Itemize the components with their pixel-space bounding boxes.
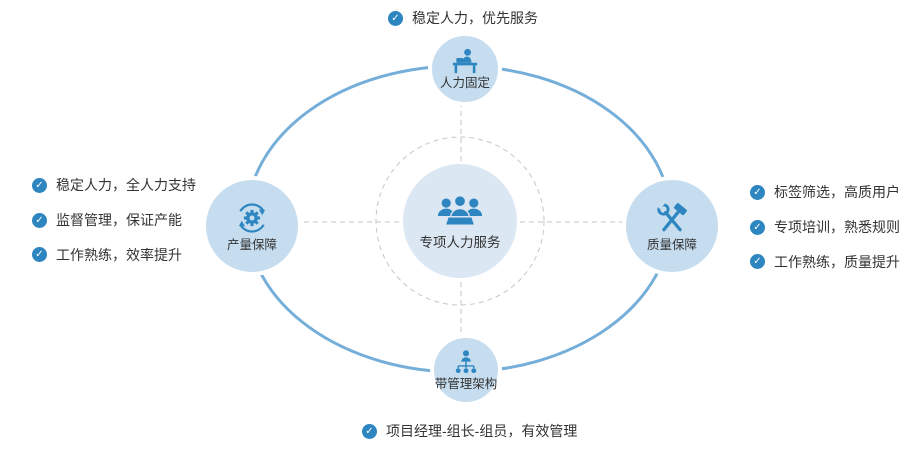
check-circle-icon: ✓ — [750, 184, 765, 200]
list-item: ✓ 工作熟练，质量提升 — [750, 254, 900, 271]
dashed-circle — [375, 136, 545, 306]
center-node: 专项人力服务 — [403, 164, 517, 278]
bottom-annotation-text: 项目经理-组长-组员，有效管理 — [386, 423, 578, 439]
check-circle-icon: ✓ — [388, 10, 403, 26]
check-circle-icon: ✓ — [32, 212, 47, 228]
top-annotation: ✓ 稳定人力，优先服务 — [388, 8, 538, 28]
check-circle-icon: ✓ — [362, 423, 377, 439]
right-benefits-list: ✓ 标签筛选，高质用户 ✓ 专项培训，熟悉规则 ✓ 工作熟练，质量提升 — [750, 184, 900, 270]
node-top-manpower: 人力固定 — [428, 32, 502, 106]
list-item: ✓ 专项培训，熟悉规则 — [750, 219, 900, 236]
list-item: ✓ 稳定人力，全人力支持 — [32, 177, 196, 194]
org-hierarchy-icon — [455, 350, 477, 374]
team-icon — [437, 194, 483, 226]
list-item: ✓ 监督管理，保证产能 — [32, 212, 196, 229]
list-item-text: 标签筛选，高质用户 — [774, 184, 900, 200]
list-item-text: 稳定人力，全人力支持 — [56, 177, 196, 193]
list-item-text: 专项培训，熟悉规则 — [774, 218, 900, 235]
node-left-output: 产量保障 — [202, 176, 302, 276]
list-item-text: 工作熟练，效率提升 — [56, 246, 182, 263]
top-annotation-text: 稳定人力，优先服务 — [412, 10, 538, 26]
node-left-label: 产量保障 — [226, 238, 277, 253]
list-item: ✓ 工作熟练，效率提升 — [32, 247, 196, 264]
node-bottom-label: 带管理架构 — [434, 377, 498, 392]
list-item-text: 监督管理，保证产能 — [56, 211, 182, 228]
center-node-label: 专项人力服务 — [419, 234, 501, 250]
check-circle-icon: ✓ — [750, 254, 765, 270]
worker-at-desk-icon — [452, 49, 478, 74]
list-item-text: 工作熟练，质量提升 — [774, 253, 900, 270]
check-circle-icon: ✓ — [32, 177, 47, 193]
node-right-quality: 质量保障 — [622, 176, 722, 276]
list-item: ✓ 标签筛选，高质用户 — [750, 184, 900, 201]
left-benefits-list: ✓ 稳定人力，全人力支持 ✓ 监督管理，保证产能 ✓ 工作熟练，效率提升 — [32, 177, 196, 263]
bottom-annotation: ✓ 项目经理-组长-组员，有效管理 — [362, 421, 577, 441]
node-top-label: 人力固定 — [439, 76, 490, 91]
hammer-wrench-icon — [655, 200, 687, 232]
gear-sync-icon — [238, 203, 266, 233]
node-bottom-structure: 带管理架构 — [430, 334, 502, 406]
node-right-label: 质量保障 — [646, 238, 697, 253]
check-circle-icon: ✓ — [32, 247, 47, 263]
check-circle-icon: ✓ — [750, 219, 765, 235]
